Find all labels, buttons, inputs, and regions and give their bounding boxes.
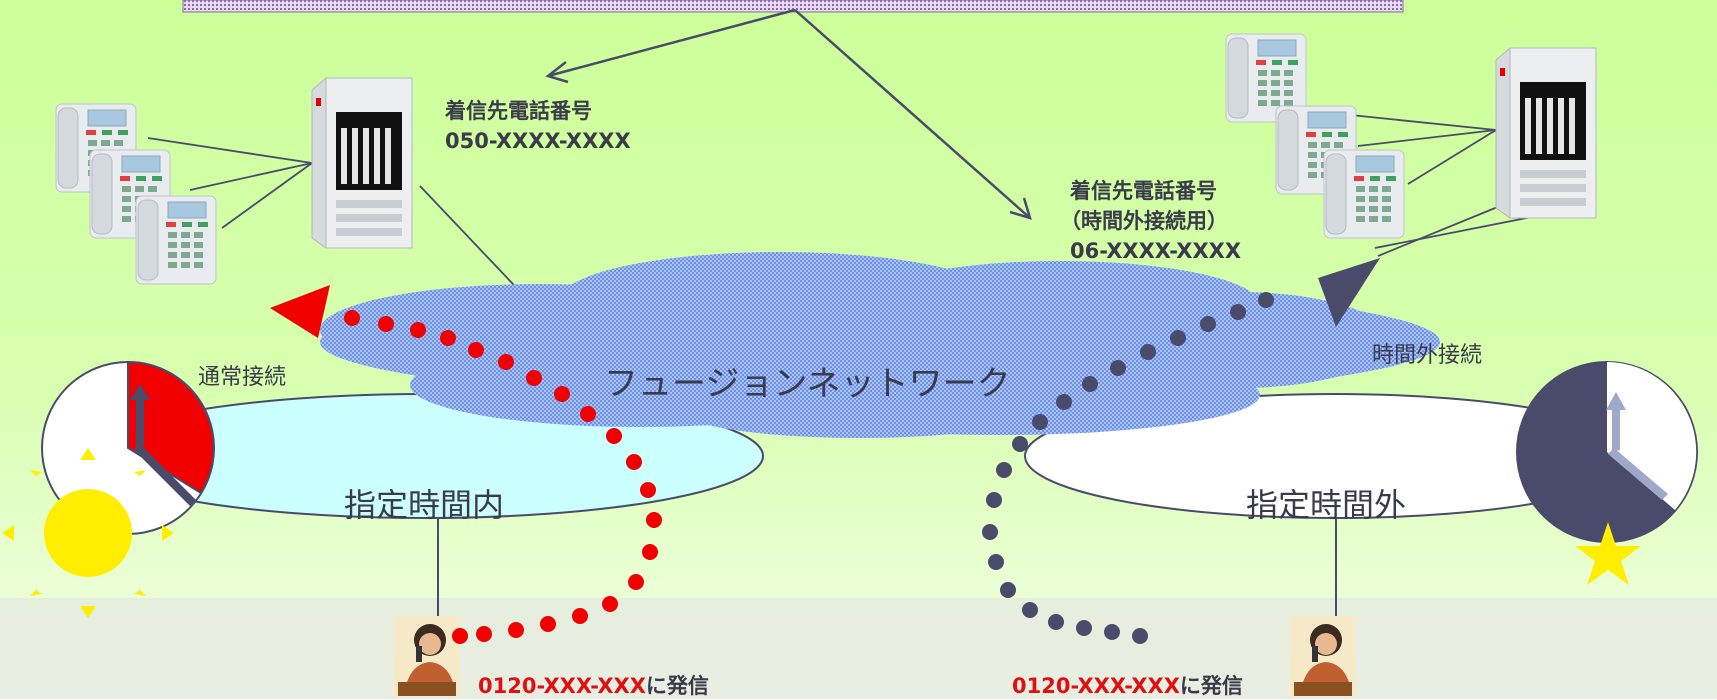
left-caller-suffix: に発信	[645, 674, 709, 698]
after-hours-destination-number: 06-XXXX-XXXX	[1070, 239, 1242, 263]
after-hours-route-label: 時間外接続	[1372, 343, 1483, 368]
phone-icon	[135, 195, 217, 285]
normal-destination-caption: 着信先電話番号	[445, 99, 592, 123]
after-hours-route-dots	[982, 292, 1274, 644]
left-caller-text: 0120-XXX-XXXに発信	[478, 670, 709, 700]
floor-texture	[0, 598, 1717, 699]
right-caller-suffix: に発信	[1179, 674, 1243, 698]
night-clock-icon	[1516, 361, 1698, 585]
left-caller-number: 0120-XXX-XXX	[478, 674, 646, 698]
after-hours-destination-caption: 着信先電話番号	[1070, 179, 1217, 203]
normal-route-dots	[344, 310, 662, 644]
caller-icon	[394, 616, 460, 696]
outside-hours-label: 指定時間外	[1246, 486, 1407, 524]
sun-icon	[2, 448, 174, 618]
server-icon	[311, 77, 413, 249]
within-hours-label: 指定時間内	[344, 486, 505, 524]
normal-route-label: 通常接続	[198, 365, 287, 390]
connection-lines	[147, 109, 1593, 303]
network-label: フュージョンネットワーク	[604, 364, 1011, 404]
right-caller-text: 0120-XXX-XXXに発信	[1012, 670, 1243, 700]
normal-destination-number: 050-XXXX-XXXX	[445, 129, 631, 153]
right-caller-number: 0120-XXX-XXX	[1012, 674, 1180, 698]
after-hours-destination-note: （時間外接続用）	[1060, 209, 1228, 233]
caller-icon	[1290, 616, 1356, 696]
network-cloud	[320, 252, 1440, 438]
top-banner	[182, 0, 1404, 13]
phone-icon	[1323, 149, 1405, 239]
server-icon	[1495, 47, 1597, 219]
normal-route-arrowhead	[270, 285, 330, 338]
banner-arrows	[545, 8, 1032, 220]
after-hours-route-arrowhead	[1318, 258, 1380, 327]
